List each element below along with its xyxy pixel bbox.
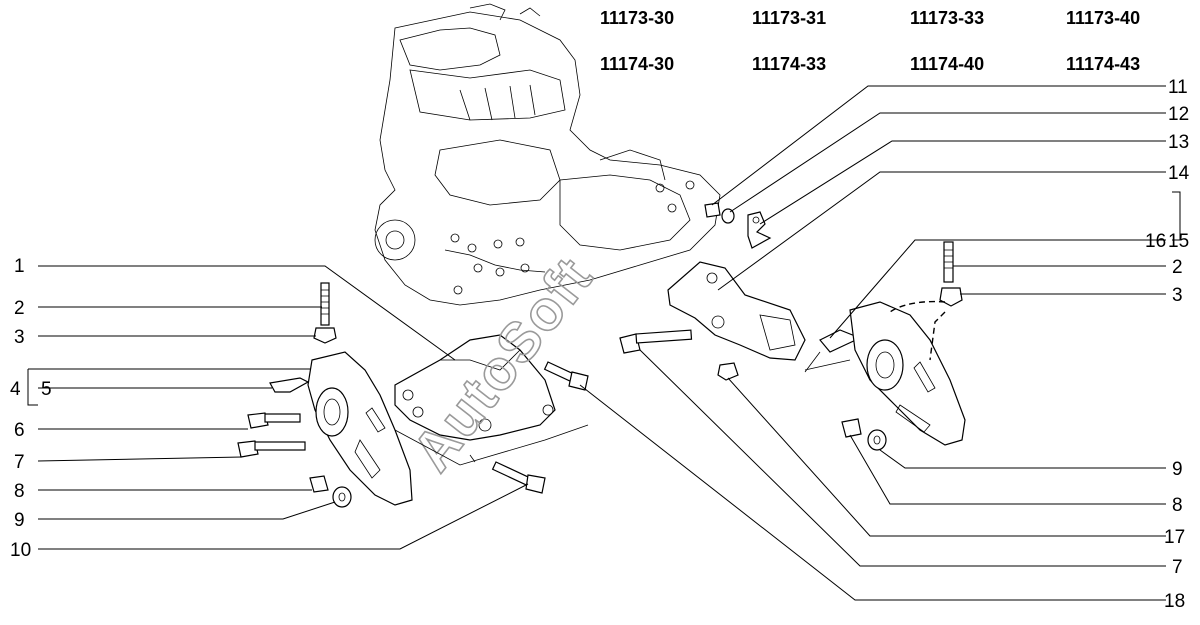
watermark-text: AutoSoft bbox=[400, 245, 605, 483]
callout-9-left: 9 bbox=[14, 510, 25, 531]
callout-2-right: 2 bbox=[1172, 257, 1183, 278]
callout-6: 6 bbox=[14, 420, 25, 441]
callout-5: 5 bbox=[41, 379, 52, 400]
callout-7-right: 7 bbox=[1172, 557, 1183, 578]
left-mount-cushion bbox=[307, 351, 413, 506]
right-mount-cushion bbox=[841, 241, 966, 451]
callout-3-left: 3 bbox=[14, 327, 25, 348]
leader-lines bbox=[27, 85, 1181, 601]
model-code-r2-c3: 11174-40 bbox=[910, 54, 984, 74]
model-code-r2-c4: 11174-43 bbox=[1066, 54, 1140, 74]
callout-14: 14 bbox=[1168, 163, 1190, 184]
left-callouts: 1 2 3 4 5 6 7 8 9 10 bbox=[10, 256, 52, 561]
callout-17: 17 bbox=[1164, 527, 1185, 548]
model-code-r2-c1: 11174-30 bbox=[600, 54, 674, 74]
callout-8-left: 8 bbox=[14, 481, 25, 502]
model-code-r1-c3: 11173-33 bbox=[910, 8, 984, 28]
callout-8-right: 8 bbox=[1172, 495, 1183, 516]
center-bracket bbox=[667, 261, 806, 361]
left-mount-bracket bbox=[394, 334, 556, 441]
callout-11: 11 bbox=[1168, 77, 1188, 98]
callout-15: 15 bbox=[1168, 231, 1189, 252]
callout-2-left: 2 bbox=[14, 298, 25, 319]
callout-13: 13 bbox=[1168, 132, 1189, 153]
model-code-r1-c4: 11173-40 bbox=[1066, 8, 1140, 28]
right-small-parts bbox=[619, 202, 862, 381]
callout-16: 16 bbox=[1145, 231, 1166, 252]
callout-4: 4 bbox=[10, 379, 21, 400]
callout-7-left: 7 bbox=[14, 452, 25, 473]
callout-18: 18 bbox=[1164, 591, 1185, 612]
engine-gearbox-outline bbox=[374, 3, 721, 306]
model-code-r1-c1: 11173-30 bbox=[600, 8, 674, 28]
callout-1: 1 bbox=[14, 256, 25, 277]
right-callouts: 11 12 13 14 16 15 2 3 9 8 17 7 18 bbox=[1145, 77, 1190, 612]
callout-10: 10 bbox=[10, 540, 31, 561]
model-code-table: 11173-30 11173-31 11173-33 11173-40 1117… bbox=[600, 8, 1140, 74]
callout-9-right: 9 bbox=[1172, 459, 1183, 480]
callout-12: 12 bbox=[1168, 104, 1189, 125]
callout-3-right: 3 bbox=[1172, 285, 1183, 306]
model-code-r1-c2: 11173-31 bbox=[752, 8, 826, 28]
model-code-r2-c2: 11174-33 bbox=[752, 54, 826, 74]
